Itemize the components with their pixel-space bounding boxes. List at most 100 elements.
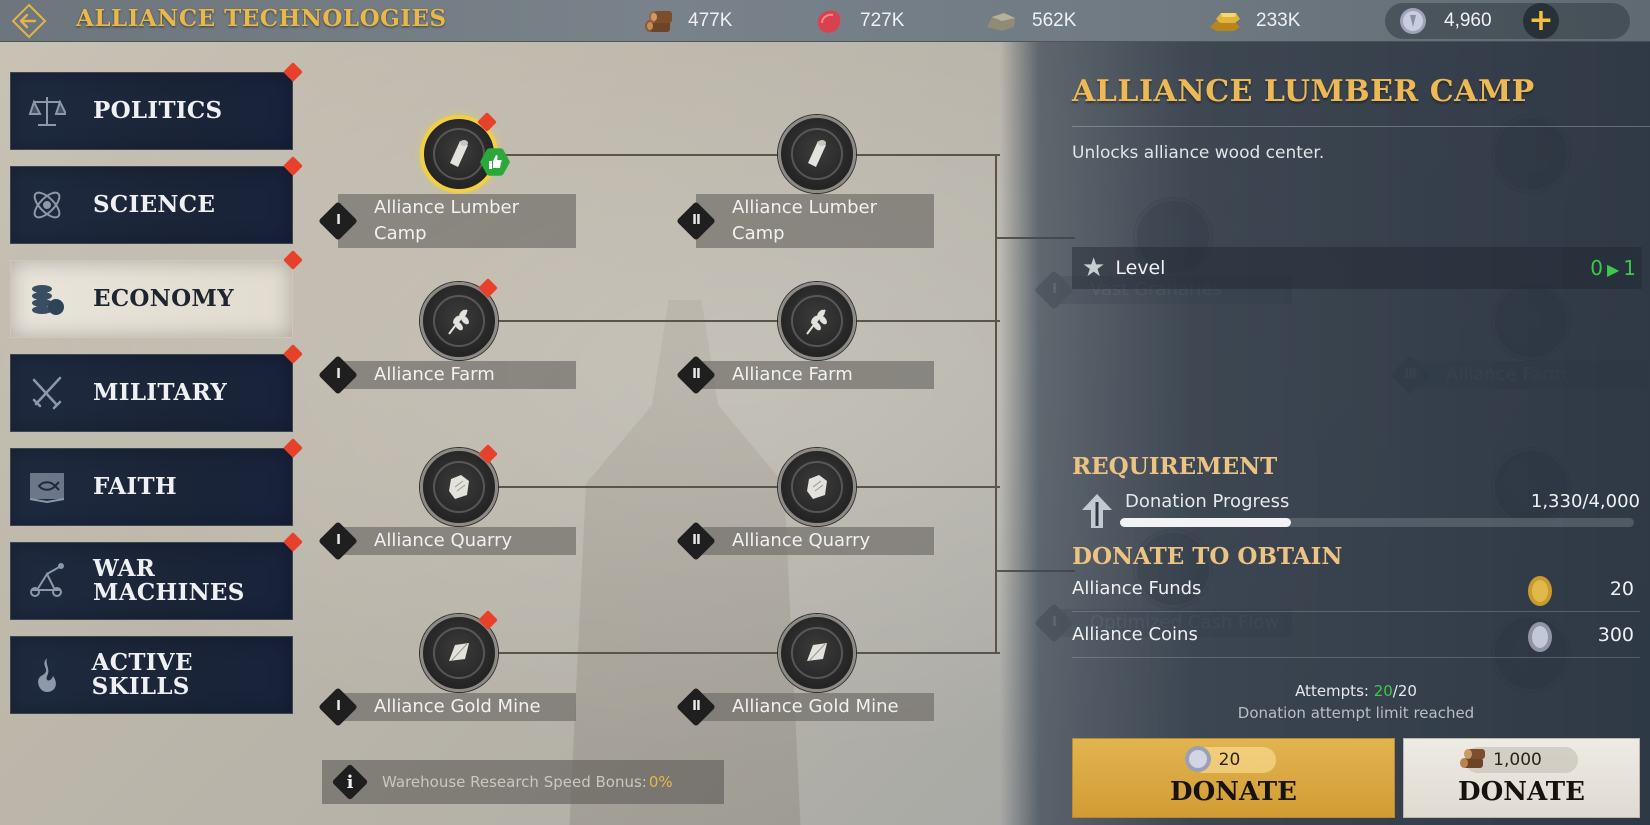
donate-wood-button[interactable]: 1,000 DONATE: [1403, 738, 1640, 818]
tech-tree: I Alliance Lumber Camp I Alliance Farm I…: [318, 112, 1075, 804]
attempt-limit-message: Donation attempt limit reached: [1237, 704, 1475, 722]
info-icon[interactable]: i: [331, 763, 369, 801]
back-button[interactable]: [10, 2, 48, 40]
donate-coins-button[interactable]: 20 DONATE: [1072, 738, 1395, 818]
sidebar-item-science[interactable]: SCIENCE: [10, 156, 303, 244]
back-arrow-icon: [11, 3, 47, 39]
tech-label-quarry-2[interactable]: II Alliance Quarry: [676, 521, 934, 561]
gold-value: 233K: [1256, 10, 1301, 31]
detail-title: ALLIANCE LUMBER CAMP: [1072, 74, 1535, 109]
tech-label-farm-2[interactable]: II Alliance Farm: [676, 355, 934, 395]
sidebar-item-label: FAITH: [93, 473, 177, 500]
tech-label-lumber-camp-1[interactable]: I Alliance Lumber Camp: [318, 194, 576, 248]
tier-badge: I: [318, 355, 358, 395]
sidebar-item-label: ACTIVE SKILLS: [91, 649, 193, 700]
coins-icon: [27, 279, 67, 319]
resource-gold: 233K: [1208, 6, 1300, 36]
donation-progress-label: Donation Progress: [1125, 491, 1290, 512]
lumber-icon: [433, 128, 485, 180]
reward-row-alliance-coins: Alliance Coins 300: [1072, 618, 1640, 658]
level-row: ★ Level 0▶1: [1072, 247, 1642, 289]
wood-logs-icon: [1460, 749, 1486, 768]
tech-node-gold-mine-2[interactable]: [778, 614, 856, 692]
sidebar-item-faith[interactable]: FAITH: [10, 438, 303, 526]
resource-premium: 4,960: [1396, 6, 1492, 36]
sidebar-item-active-skills[interactable]: ACTIVE SKILLS: [10, 636, 293, 714]
notification-badge: [478, 278, 498, 298]
progress-fill: [1120, 518, 1291, 527]
warehouse-bonus-label: Warehouse Research Speed Bonus:: [382, 773, 647, 791]
tier-badge: I: [318, 201, 358, 241]
notification-badge: [478, 444, 498, 464]
top-bar: ALLIANCE TECHNOLOGIES 477K 727K 562K 233…: [0, 0, 1650, 42]
category-sidebar: POLITICS SCIENCE ECONOMY: [10, 62, 303, 730]
reward-row-alliance-funds: Alliance Funds 20: [1072, 572, 1640, 612]
sidebar-item-economy[interactable]: ECONOMY: [10, 250, 303, 338]
level-value: 0▶1: [1590, 256, 1636, 280]
sidebar-item-politics[interactable]: POLITICS: [10, 62, 303, 150]
tech-label-quarry-1[interactable]: I Alliance Quarry: [318, 521, 576, 561]
sidebar-item-label: ECONOMY: [93, 285, 234, 312]
resource-wood: 477K: [640, 6, 732, 36]
warehouse-bonus-value: 0%: [648, 773, 673, 791]
silver-coin-icon: [1400, 8, 1426, 34]
tech-label-lumber-camp-2[interactable]: II Alliance Lumber Camp: [676, 194, 934, 248]
scales-icon: [27, 91, 67, 131]
attempts-counter: Attempts: 20/20: [1295, 682, 1417, 700]
sidebar-item-label: WAR MACHINES: [93, 555, 245, 606]
notification-badge: [477, 112, 497, 132]
tech-node-lumber-camp-1[interactable]: [420, 112, 510, 193]
connector-line: [480, 652, 1000, 654]
upgrade-arrow-icon: [1082, 494, 1112, 528]
page-title: ALLIANCE TECHNOLOGIES: [76, 5, 447, 32]
donate-cost: 1,000: [1460, 747, 1578, 773]
donate-to-obtain-heading: DONATE TO OBTAIN: [1072, 543, 1343, 570]
catapult-icon: [27, 561, 67, 601]
book-icon: [27, 467, 67, 507]
tech-label-farm-1[interactable]: I Alliance Farm: [318, 355, 576, 395]
donation-progress-bar: [1120, 518, 1634, 527]
thumbs-up-icon: [480, 148, 510, 176]
crossed-swords-icon: [27, 373, 67, 413]
tech-node-farm-2[interactable]: [778, 282, 856, 360]
detail-panel: [1000, 42, 1650, 825]
sidebar-item-war-machines[interactable]: WAR MACHINES: [10, 532, 303, 620]
gold-bars-icon: [1210, 13, 1240, 31]
tech-label-gold-mine-2[interactable]: II Alliance Gold Mine: [676, 687, 934, 727]
donation-progress-row: Donation Progress 1,330/4,000: [1080, 488, 1640, 528]
tech-node-farm-1[interactable]: [420, 278, 498, 360]
tech-node-gold-mine-1[interactable]: [420, 610, 498, 692]
connector-line: [995, 154, 997, 654]
donate-label: DONATE: [1458, 777, 1585, 807]
donate-label: DONATE: [1170, 777, 1297, 807]
silver-coin-icon: [1184, 746, 1211, 772]
tech-node-quarry-2[interactable]: [778, 448, 856, 526]
notification-badge: [478, 610, 498, 630]
tier-badge: II: [676, 201, 716, 241]
sidebar-item-military[interactable]: MILITARY: [10, 344, 303, 432]
stone-icon: [987, 13, 1015, 31]
tier-badge: I: [318, 687, 358, 727]
tier-badge: II: [676, 687, 716, 727]
wheat-icon: [433, 295, 485, 347]
sidebar-item-label: MILITARY: [93, 379, 228, 406]
warehouse-bonus-bar: i Warehouse Research Speed Bonus: 0%: [322, 760, 724, 804]
wood-logs-icon: [645, 11, 672, 32]
title-divider: [1072, 126, 1650, 127]
donate-cost: 20: [1184, 746, 1277, 773]
connector-line: [480, 320, 1000, 322]
tier-badge: II: [676, 521, 716, 561]
tier-badge: II: [676, 355, 716, 395]
atom-icon: [27, 185, 67, 225]
tier-badge: I: [318, 521, 358, 561]
add-currency-button[interactable]: +: [1523, 3, 1559, 39]
tech-node-lumber-camp-2[interactable]: [778, 115, 856, 193]
sidebar-item-label: SCIENCE: [93, 191, 216, 218]
tech-label-gold-mine-1[interactable]: I Alliance Gold Mine: [318, 687, 576, 727]
tech-node-quarry-1[interactable]: [420, 444, 498, 526]
silver-coin-icon: [1528, 622, 1552, 652]
detail-description: Unlocks alliance wood center.: [1072, 143, 1325, 163]
food-value: 727K: [860, 10, 905, 31]
gold-coin-icon: [1528, 576, 1552, 606]
requirement-heading: REQUIREMENT: [1072, 453, 1278, 480]
